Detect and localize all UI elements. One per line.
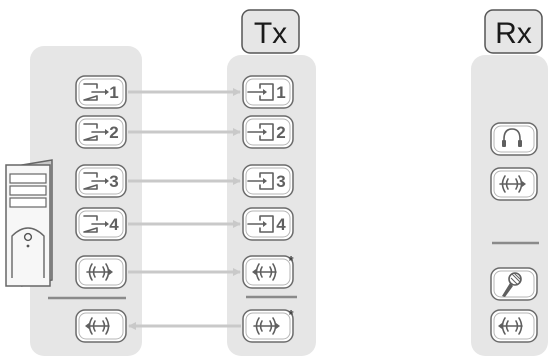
audio-in-icon (85, 317, 110, 335)
tx-button-4[interactable]: 4 (242, 207, 294, 241)
tx-button-2[interactable]: 2 (242, 115, 294, 149)
device-button-label: 2 (109, 123, 118, 142)
tx-button-label: 1 (276, 83, 285, 102)
device-button-6[interactable] (75, 309, 127, 343)
tx-header-label: Tx (254, 17, 287, 50)
device-button-label: 3 (109, 172, 118, 191)
tx-button-label: 4 (276, 215, 286, 234)
audio-out-icon (86, 263, 113, 281)
output-port-icon (83, 123, 109, 141)
device-button-2[interactable]: 2 (75, 115, 127, 149)
computer-tower-icon (5, 159, 53, 287)
rx-button-2[interactable] (490, 167, 538, 201)
audio-out-icon (499, 175, 526, 193)
device-button-1[interactable]: 1 (75, 75, 127, 109)
button-columns: 1 2 3 4 1 2 3 4 * * (75, 75, 538, 343)
tx-button-label: * (288, 253, 294, 268)
tx-button-6[interactable]: * (242, 307, 294, 343)
tx-header: Tx (241, 9, 300, 54)
rx-header-label: Rx (495, 17, 532, 50)
audio-out-icon (253, 317, 280, 335)
rx-button-1[interactable] (490, 122, 538, 156)
device-button-3[interactable]: 3 (75, 164, 127, 198)
device-button-label: 4 (109, 215, 119, 234)
device-button-4[interactable]: 4 (75, 207, 127, 241)
input-port-icon (247, 172, 274, 190)
tx-button-1[interactable]: 1 (242, 75, 294, 109)
tx-button-3[interactable]: 3 (242, 164, 294, 198)
tx-button-label: * (288, 307, 294, 322)
connection-arrows (128, 88, 241, 330)
audio-in-icon (498, 317, 523, 335)
input-port-icon (247, 83, 274, 101)
tx-button-5[interactable]: * (242, 253, 294, 289)
output-port-icon (83, 83, 109, 101)
tx-button-label: 2 (276, 123, 285, 142)
rx-button-4[interactable] (490, 309, 538, 343)
device-button-label: 1 (109, 83, 118, 102)
rx-button-3[interactable] (490, 267, 538, 301)
output-port-icon (83, 215, 109, 233)
rx-header: Rx (484, 9, 543, 54)
input-port-icon (247, 123, 274, 141)
audio-in-icon (252, 263, 277, 281)
output-port-icon (83, 172, 109, 190)
device-button-5[interactable] (75, 255, 127, 289)
tx-button-label: 3 (276, 172, 285, 191)
input-port-icon (247, 215, 274, 233)
microphone-icon (502, 272, 522, 297)
headphones-icon (502, 128, 522, 147)
